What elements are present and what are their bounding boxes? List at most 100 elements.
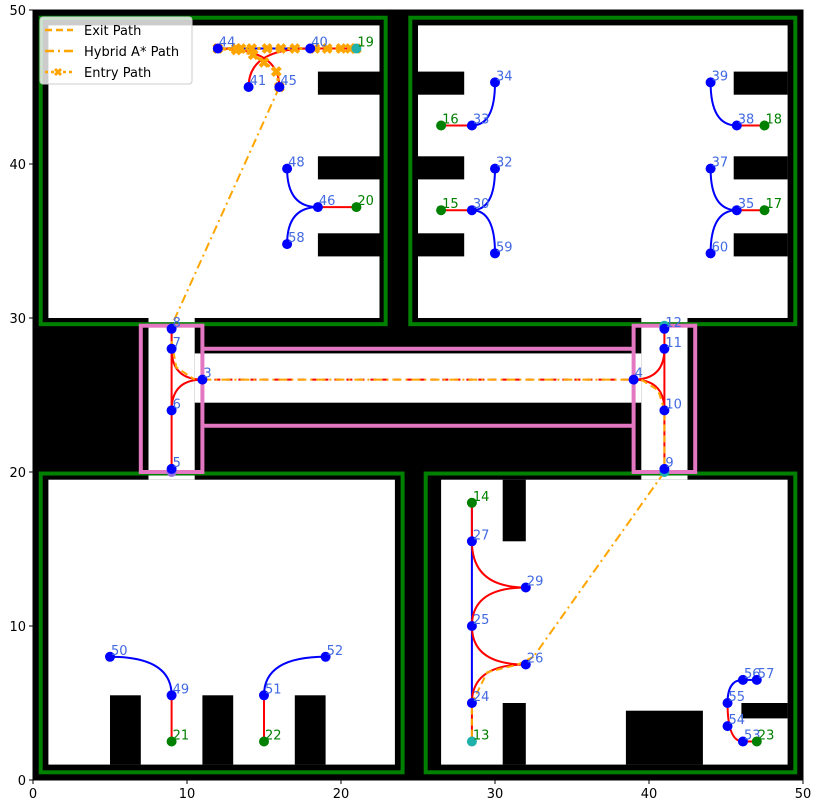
node-24 — [466, 698, 477, 708]
node-7 — [166, 343, 177, 354]
obstacle-layer — [110, 71, 788, 765]
x-tick-label: 30 — [487, 787, 504, 802]
node-58 — [282, 239, 293, 250]
legend-label: Hybrid A* Path — [84, 45, 179, 60]
node-label-19: 19 — [357, 36, 374, 51]
node-48 — [282, 163, 293, 174]
node-label-16: 16 — [442, 113, 459, 128]
obstacle — [502, 703, 526, 765]
node-57 — [751, 674, 762, 685]
node-label-35: 35 — [738, 197, 755, 212]
node-55 — [722, 698, 733, 708]
entry-path-x-marker — [335, 43, 347, 54]
node-39 — [705, 77, 716, 88]
room-borders — [38, 15, 798, 775]
node-18 — [759, 120, 770, 131]
node-4 — [628, 374, 639, 385]
y-tick-label: 50 — [9, 4, 26, 19]
edge-52-51 — [263, 655, 326, 696]
node-label-24: 24 — [473, 690, 490, 705]
node-label-54: 54 — [729, 713, 746, 728]
node-53 — [737, 736, 748, 747]
x-tick-label: 0 — [29, 787, 37, 802]
node-26 — [520, 659, 531, 670]
node-label-46: 46 — [319, 194, 336, 209]
node-50 — [105, 651, 115, 662]
node-label-11: 11 — [665, 336, 682, 351]
y-tick-label: 30 — [9, 312, 26, 327]
node-label-33: 33 — [473, 113, 490, 128]
axes-frame — [32, 9, 804, 781]
x-tick-label: 50 — [795, 787, 812, 802]
room-border — [423, 471, 798, 775]
x-tick-label: 40 — [641, 787, 658, 802]
obstacle — [317, 71, 380, 95]
node-25 — [466, 621, 477, 631]
node-label-38: 38 — [738, 113, 755, 128]
node-label-9: 9 — [665, 456, 673, 471]
room-border — [38, 471, 405, 775]
node-label-59: 59 — [496, 240, 513, 255]
node-label-7: 7 — [173, 336, 181, 351]
node-label-49: 49 — [173, 682, 190, 697]
node-label-22: 22 — [265, 729, 282, 744]
node-38 — [731, 120, 742, 131]
node-14 — [466, 497, 477, 508]
node-8 — [166, 323, 177, 334]
obstacle — [110, 695, 141, 765]
exit-path — [640, 378, 666, 472]
node-21 — [166, 736, 177, 747]
entry-path-x-marker — [289, 43, 301, 54]
node-label-52: 52 — [327, 644, 344, 659]
obstacle — [418, 71, 465, 95]
obstacle — [418, 156, 465, 180]
edge-50-49 — [109, 655, 173, 696]
node-3 — [197, 374, 208, 385]
free-space — [441, 479, 788, 765]
node-15 — [436, 205, 447, 216]
node-10 — [659, 405, 670, 416]
legend-x-marker — [53, 67, 63, 77]
node-37 — [705, 163, 716, 174]
node-label-30: 30 — [473, 197, 490, 212]
node-40 — [305, 43, 316, 54]
node-label-58: 58 — [288, 231, 305, 246]
node-30 — [466, 205, 477, 216]
node-label-21: 21 — [173, 729, 190, 744]
node-label-27: 27 — [473, 528, 490, 543]
node-12 — [659, 323, 670, 334]
exit-path — [170, 340, 196, 381]
node-27 — [466, 536, 477, 547]
node-35 — [731, 205, 742, 216]
obstacle — [733, 71, 788, 95]
node-20 — [351, 202, 362, 213]
node-32 — [490, 163, 500, 174]
obstacle — [733, 156, 788, 180]
node-49 — [166, 690, 177, 701]
node-label-25: 25 — [473, 613, 490, 628]
node-44 — [212, 43, 223, 54]
node-19 — [351, 43, 362, 54]
node-9 — [659, 463, 670, 474]
entry-path-x-marker — [321, 43, 333, 54]
node-label-10: 10 — [665, 397, 682, 412]
legend-box — [39, 16, 193, 85]
legend-label: Entry Path — [84, 66, 151, 81]
free-space-layer — [33, 10, 803, 780]
node-label-48: 48 — [288, 156, 305, 171]
node-label-4: 4 — [635, 367, 643, 382]
node-22 — [259, 736, 269, 747]
node-33 — [466, 120, 477, 131]
node-label-18: 18 — [766, 113, 783, 128]
obstacle — [733, 233, 788, 257]
node-label-50: 50 — [111, 644, 128, 659]
node-51 — [259, 690, 269, 701]
entry-path-x-marker — [270, 66, 282, 78]
legend-label: Exit Path — [84, 24, 141, 39]
node-label-23: 23 — [758, 729, 775, 744]
edge-26-24 — [470, 663, 526, 704]
x-tick-label: 20 — [333, 787, 350, 802]
